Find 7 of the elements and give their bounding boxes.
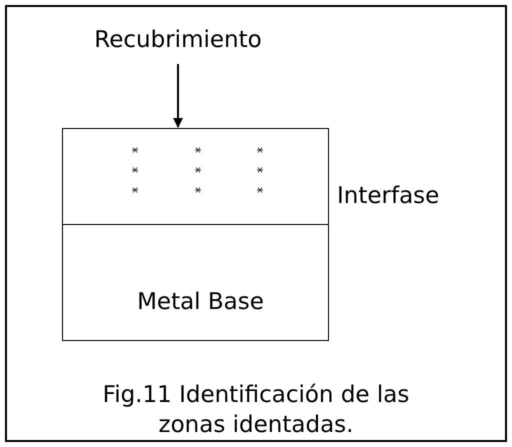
layer-label: Interfase bbox=[337, 183, 440, 209]
coating-layer-box bbox=[62, 128, 329, 226]
box-label: Metal Base bbox=[137, 288, 264, 314]
heading-text: Recubrimiento bbox=[94, 27, 262, 53]
arrow bbox=[173, 64, 183, 128]
base-metal-box bbox=[62, 224, 329, 341]
figure-caption: Fig.11 Identificación de las zonas identadas. bbox=[102, 381, 410, 440]
